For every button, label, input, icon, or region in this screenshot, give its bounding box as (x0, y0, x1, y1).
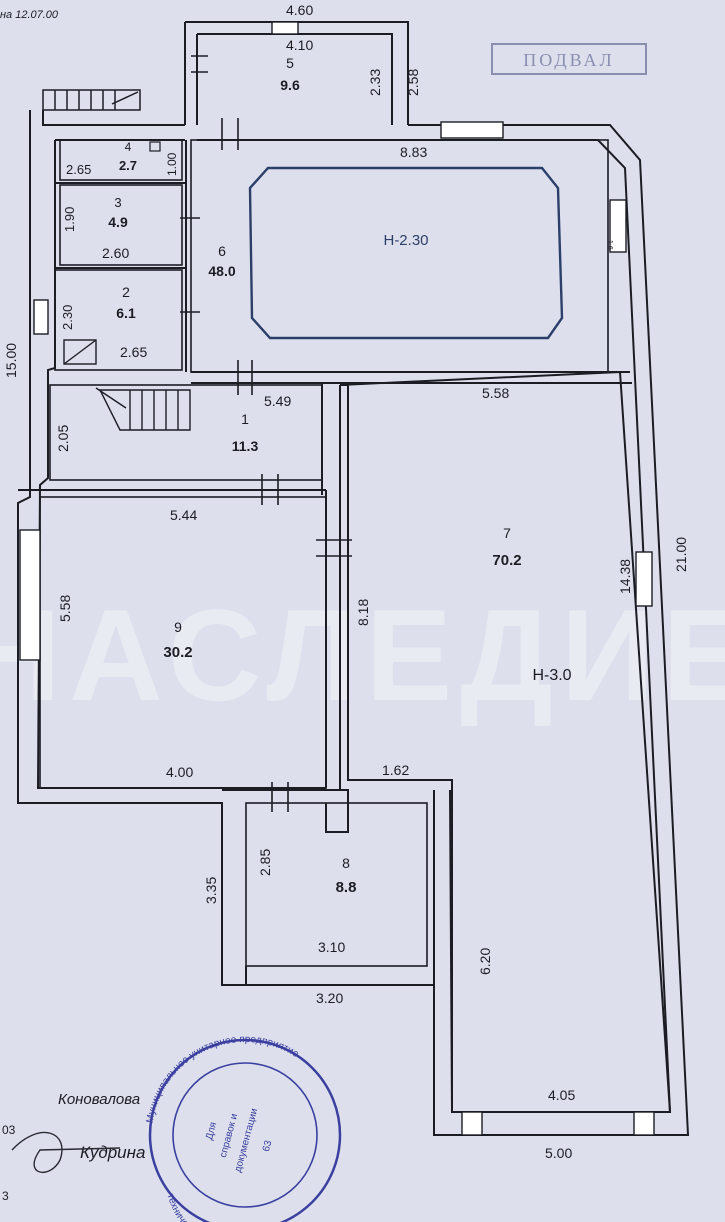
dim-left-1500: 15.00 (3, 343, 19, 378)
walls (17, 21, 690, 1136)
dim-r3-260: 2.60 (102, 245, 129, 261)
signature-stroke (11, 1131, 121, 1174)
dim-r5-258: 2.58 (405, 69, 421, 96)
dim-r9-544: 5.44 (170, 507, 197, 523)
dim-top-460: 4.60 (286, 2, 313, 18)
dimension-labels: 4.60 4.10 2.33 2.58 2.65 1.00 8.83 1.90 … (3, 2, 689, 1161)
dim-top-410: 4.10 (286, 37, 313, 53)
room-9-id: 9 (174, 619, 182, 635)
dim-r7-1438: 14.38 (617, 559, 633, 594)
dim-r7-620: 6.20 (477, 948, 493, 975)
dim-r1-549: 5.49 (264, 393, 291, 409)
stamp-ring-bottom: технической инвентаризации (165, 1193, 276, 1222)
stamp-center-4: 63 (261, 1139, 275, 1153)
dim-r5-233: 2.33 (367, 69, 383, 96)
dim-r8-285: 2.85 (257, 849, 273, 876)
dim-top-883: 8.83 (400, 144, 427, 160)
door-ticks (180, 55, 352, 812)
room-8-area: 8.8 (336, 879, 357, 896)
margin-b: 3 (2, 1189, 9, 1203)
dim-mid-818: 8.18 (355, 599, 371, 626)
room-7-id: 7 (503, 525, 511, 541)
room-8-id: 8 (342, 855, 350, 871)
dim-bot-405: 4.05 (548, 1087, 575, 1103)
dim-r9-400: 4.00 (166, 764, 193, 780)
round-stamp: Муниципальное унитарное предприятие техн… (145, 1034, 342, 1222)
margin-a: 03 (2, 1123, 16, 1137)
room-2-id: 2 (122, 284, 130, 300)
dim-right-2100: 21.00 (673, 537, 689, 572)
dim-r1-205: 2.05 (55, 425, 71, 452)
dim-bot-320: 3.20 (316, 990, 343, 1006)
room-1-area: 11.3 (232, 438, 259, 454)
dim-r3-190: 1.90 (62, 207, 77, 232)
dim-r2-230: 2.30 (60, 305, 75, 330)
dim-small-mark: 1.6 (606, 240, 613, 250)
pool-height: H-2.30 (383, 232, 428, 249)
signer-1: Коновалова (58, 1091, 140, 1108)
dim-r7-558: 5.58 (482, 385, 509, 401)
dim-r8-310: 3.10 (318, 939, 345, 955)
shaft-symbol (63, 339, 97, 365)
dim-r4-100: 1.00 (165, 152, 179, 176)
dim-r9-558: 5.58 (57, 595, 73, 622)
basement-stamp: ПОДВАЛ (491, 43, 647, 75)
room-9-area: 30.2 (163, 644, 192, 661)
watermark-text: НАСЛЕДИЕ (0, 582, 725, 728)
stamp-center-1: Для (204, 1121, 219, 1141)
room-4-area: 2.7 (119, 158, 137, 173)
dim-r2-265: 2.65 (120, 344, 147, 360)
room-6-id: 6 (218, 243, 226, 259)
basement-label: ПОДВАЛ (523, 50, 614, 70)
room-1-id: 1 (241, 411, 249, 427)
room-7-height: H-3.0 (532, 667, 571, 684)
signatures: Коновалова Кудрина 03 3 (2, 1091, 145, 1203)
room-3-area: 4.9 (108, 214, 128, 230)
room-3-id: 3 (114, 195, 121, 210)
fixture-icon (149, 141, 161, 152)
dim-bot-500: 5.00 (545, 1145, 572, 1161)
stairs-top (42, 89, 141, 111)
dim-left-335: 3.35 (203, 877, 219, 904)
room-6-area: 48.0 (208, 263, 235, 279)
dim-r4-265: 2.65 (66, 162, 91, 177)
openings (19, 21, 655, 1136)
room-5-id: 5 (286, 55, 294, 71)
room-5-area: 9.6 (280, 77, 300, 93)
room-labels: 5 9.6 4 2.7 3 4.9 2 6.1 6 48.0 H-2.30 1 … (108, 55, 571, 896)
corner-note: на 12.07.00 (0, 9, 59, 21)
stairs-room1 (95, 387, 191, 431)
room-4-id: 4 (125, 140, 132, 154)
room-7-area: 70.2 (492, 552, 521, 569)
dim-mid-162: 1.62 (382, 762, 409, 778)
room-2-area: 6.1 (116, 305, 136, 321)
signer-2: Кудрина (80, 1143, 145, 1162)
